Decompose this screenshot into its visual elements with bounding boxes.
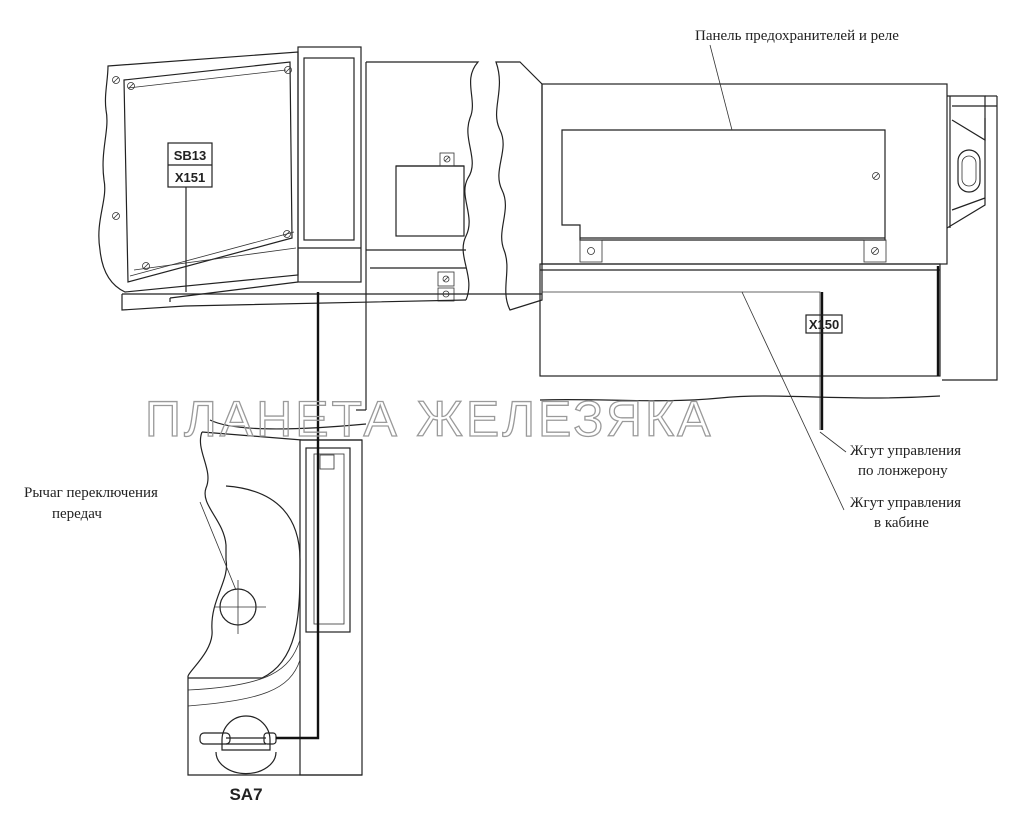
gear-lever-icon bbox=[199, 501, 266, 634]
connector-sb13-label: SB13 bbox=[174, 148, 207, 163]
harness-frame-label-line2: по лонжерону bbox=[858, 463, 948, 479]
connector-sb13-x151: SB13 X151 bbox=[167, 142, 213, 292]
fuse-relay-panel bbox=[541, 83, 998, 381]
gear-lever-label-line2: передач bbox=[52, 506, 102, 522]
switch-sa7-label: SA7 bbox=[229, 785, 262, 804]
screw-icon bbox=[112, 66, 292, 270]
switch-sa7: SA7 bbox=[199, 715, 277, 804]
cross-beam bbox=[121, 281, 542, 311]
connector-x150-label: X150 bbox=[809, 317, 839, 332]
leader-lines bbox=[709, 44, 847, 511]
fuse-panel-label: Панель предохранителей и реле bbox=[695, 28, 899, 44]
gear-lever-label-line1: Рычаг переключения bbox=[24, 485, 158, 501]
harness-cab-label-line2: в кабине bbox=[874, 515, 929, 531]
text-labels: Панель предохранителей и реле Рычаг пере… bbox=[24, 28, 961, 531]
dashboard-left-panel bbox=[98, 51, 299, 293]
middle-panel bbox=[365, 61, 543, 410]
watermark-text: ПЛАНЕТА ЖЕЛЕЗЯКА bbox=[145, 391, 713, 447]
lower-console bbox=[187, 409, 367, 776]
bracket-icon bbox=[437, 152, 455, 302]
switch-column bbox=[297, 46, 362, 283]
connector-x150: X150 bbox=[805, 314, 843, 334]
harness-cab-label-line1: Жгут управления bbox=[850, 495, 961, 511]
connector-x151-label: X151 bbox=[175, 170, 205, 185]
harness-frame-label-line1: Жгут управления bbox=[850, 443, 961, 459]
wire-sa7 bbox=[276, 292, 320, 740]
